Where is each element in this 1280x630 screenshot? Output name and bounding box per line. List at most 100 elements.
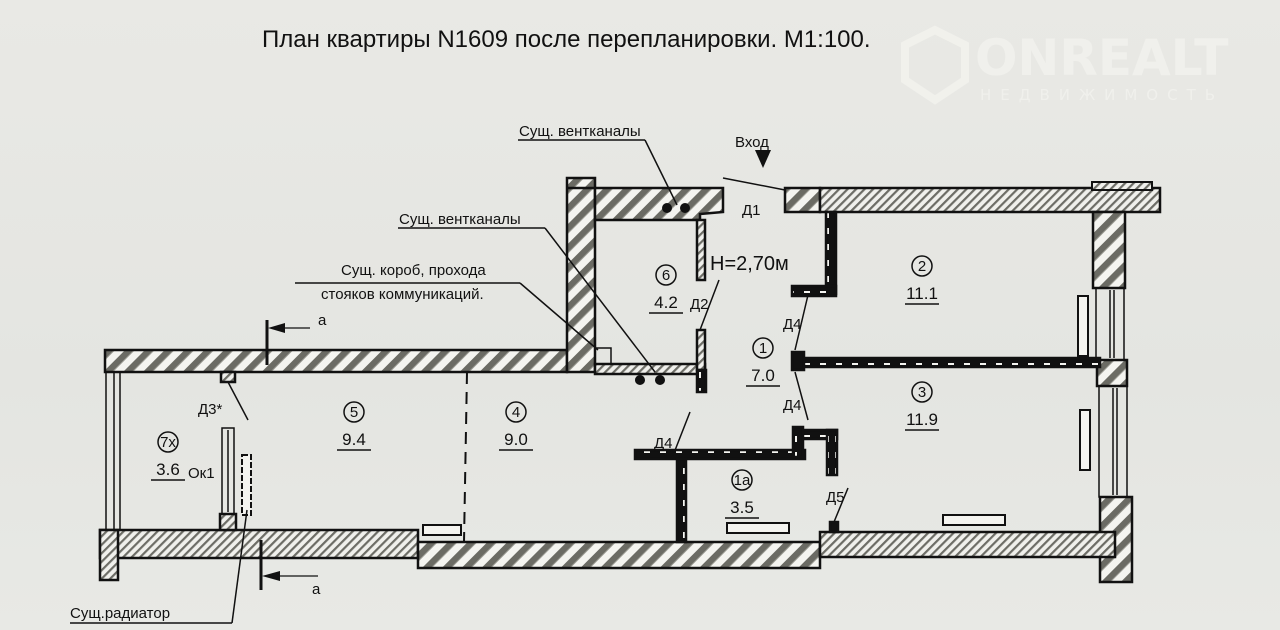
room-4: 49.0 [499,401,533,451]
callout-radiator: Сущ.радиатор [70,605,170,622]
door-label-d5: Д5 [826,489,845,506]
room-number: 1 [759,340,767,357]
room-area: 7.0 [751,366,775,385]
partition-d5-stub [828,520,840,534]
section-mark-top [265,320,310,365]
watermark: ONREALT НЕДВИЖИМОСТЬ [901,25,1228,105]
wall-left-end [98,528,120,582]
windows-right [1095,287,1128,498]
room-number: 1а [734,472,751,489]
vent-icon [662,203,672,213]
zone-divider-room4-room5 [463,371,468,543]
room-number-circle [731,469,753,491]
room-number-circle [343,401,365,423]
room-number-circle [505,401,527,423]
door-label-d1: Д1 [742,202,761,219]
room-area: 9.0 [504,430,528,449]
section-label-bottom: а [312,581,321,598]
partition-room2-room3 [802,356,1102,369]
room-area: 3.6 [156,460,180,479]
section-label-top: а [318,312,327,329]
section-mark-bottom [259,540,318,590]
window-left-end [105,372,121,530]
partition-room1-stub [790,284,838,298]
room-number: 6 [662,267,670,284]
wall-entrance-right [783,186,822,214]
entrance-label: Вход [735,134,769,151]
duct-box [594,347,612,365]
callout-duct-line1: Сущ. короб, прохода [341,262,486,279]
callout-duct-line2: стояков коммуникаций. [321,286,484,303]
wall-top-left [103,348,569,374]
partition-room6-upper [695,218,707,282]
partition-room1a-left [675,457,688,544]
room-area: 4.2 [654,293,678,312]
door-label-d4-upper: Д4 [783,316,802,333]
room-area: 9.4 [342,430,366,449]
door-label-d2: Д2 [690,296,709,313]
radiator-room1a [726,522,790,534]
room-7x: 7х 3.6 [151,431,185,481]
watermark-logo-icon [901,25,969,105]
wall-bottom-left [98,528,420,560]
partition-room1-left [695,368,708,394]
callout-vent-top: Сущ. вентканалы [519,123,641,140]
room-area: 3.5 [730,498,754,517]
wall-bottom-middle [416,540,822,570]
radiator-room2 [1077,295,1089,357]
door-label-d4-lower: Д4 [783,397,802,414]
entrance-arrow-icon [755,150,771,168]
door-label-d3: Д3* [198,401,223,418]
room-2: 211.1 [905,255,939,305]
wall-top-right-cap [1091,181,1153,191]
window-ok1 [221,427,235,515]
partition-room1a-right [825,428,839,477]
wall-bottom-right [818,530,1117,559]
room-3: 311.9 [905,381,939,431]
room-1a: 1а 3.5 [725,469,759,519]
watermark-subtitle: НЕДВИЖИМОСТЬ [980,86,1224,104]
door-label-d4-left: Д4 [654,435,673,452]
radiator-room7 [241,454,252,516]
partition-room6-lower [695,328,707,372]
callout-leaders [70,139,849,624]
partition-room1a-top [633,448,807,461]
room-number-circle [752,337,774,359]
vent-icon [655,375,665,385]
room-number-circle [655,264,677,286]
room-area: 11.1 [906,284,938,303]
radiators [241,295,1091,536]
radiator-room3 [942,514,1006,526]
vent-channels [635,203,690,385]
room-number: 4 [512,404,520,421]
room-5: 59.4 [337,401,371,451]
vent-icon [680,203,690,213]
page-title: План квартиры N1609 после перепланировки… [262,26,871,53]
watermark-brand: ONREALT [975,29,1228,87]
room-number: 5 [350,404,358,421]
partition-room1a-step [791,425,805,459]
room-6: 64.2 [649,264,683,314]
window-label-ok1: Ок1 [188,465,215,482]
pier-right-top [1091,210,1127,290]
callout-vent-mid: Сущ. вентканалы [399,211,521,228]
room-number: 2 [918,258,926,275]
partition-node [790,350,806,372]
radiator-room5 [422,524,462,536]
partition-ok1-base [218,512,238,532]
room-number-circle [911,381,933,403]
room-number: 3 [918,384,926,401]
partition-room1-room2 [824,210,838,296]
room-number: 7х [160,434,176,451]
partition-d3-stub [219,370,237,384]
room-number-circle [157,431,179,453]
ceiling-height: Н=2,70м [710,253,789,275]
pier-right-middle [1095,358,1129,388]
walls [98,176,1162,584]
wall-top-right [818,186,1162,214]
room-1: 17.0 [746,337,780,387]
vent-icon [635,375,645,385]
